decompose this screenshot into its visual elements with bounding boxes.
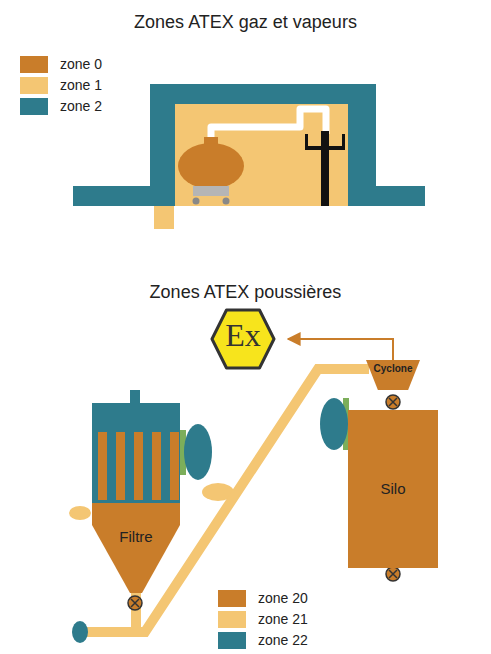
heading: Zones ATEX poussières (0, 282, 491, 303)
legend-item: zone 21 (218, 611, 268, 628)
legend-text: zone 1 (60, 77, 102, 94)
legend-text: zone 0 (60, 56, 102, 73)
tank-stand (193, 186, 229, 196)
filter-knob (130, 390, 140, 404)
node-shape (366, 360, 420, 390)
dispenser-arm (305, 146, 345, 150)
filter-box: Filtre (92, 503, 180, 593)
node-label: Cyclone (366, 363, 420, 375)
legend-item: zone 0 (20, 56, 62, 73)
cyclone-box: Cyclone (366, 360, 420, 390)
legend-item: zone 2 (20, 98, 62, 115)
ground-zone (73, 186, 153, 206)
node-shape (92, 503, 180, 593)
ground-zone (373, 186, 425, 206)
exhaust-arrow (288, 339, 393, 360)
wheel (223, 198, 230, 205)
atex-symbol: Ex (210, 308, 276, 370)
wheel (193, 198, 200, 205)
filter-clean-side (92, 403, 180, 503)
dispenser-arm (342, 134, 345, 150)
pipe-end-zone (72, 621, 88, 643)
legend-text: zone 22 (258, 632, 308, 649)
tank (178, 143, 244, 189)
silo-box: Silo (348, 410, 438, 568)
legend-item: zone 22 (218, 632, 268, 649)
legend-text: zone 21 (258, 611, 308, 628)
legend-swatch (218, 611, 246, 628)
legend-swatch (20, 77, 48, 94)
valve (386, 395, 400, 409)
node-label: Silo (348, 480, 438, 497)
node-label: Ex (210, 317, 276, 354)
interior-zone (175, 104, 348, 206)
legend-item: zone 20 (218, 590, 268, 607)
leak-zone (69, 506, 91, 520)
vent-zone (184, 424, 212, 480)
heading: Zones ATEX gaz et vapeurs (0, 12, 491, 33)
legend-swatch (218, 590, 246, 607)
node-outline (92, 503, 180, 593)
dispenser-arm (305, 134, 308, 150)
dispenser (321, 131, 329, 206)
filter-bags (98, 432, 179, 500)
valve (386, 567, 400, 581)
duct (136, 369, 369, 632)
node-label: Filtre (92, 528, 180, 545)
legend-text: zone 2 (60, 98, 102, 115)
vent-zone (320, 398, 348, 450)
pipe (211, 109, 326, 140)
door-zone (154, 206, 174, 229)
valve (128, 596, 142, 610)
legend-swatch (20, 56, 48, 73)
legend-swatch (218, 632, 246, 649)
legend-text: zone 20 (258, 590, 308, 607)
legend-swatch (20, 98, 48, 115)
legend-item: zone 1 (20, 77, 62, 94)
building-zone (150, 84, 376, 206)
